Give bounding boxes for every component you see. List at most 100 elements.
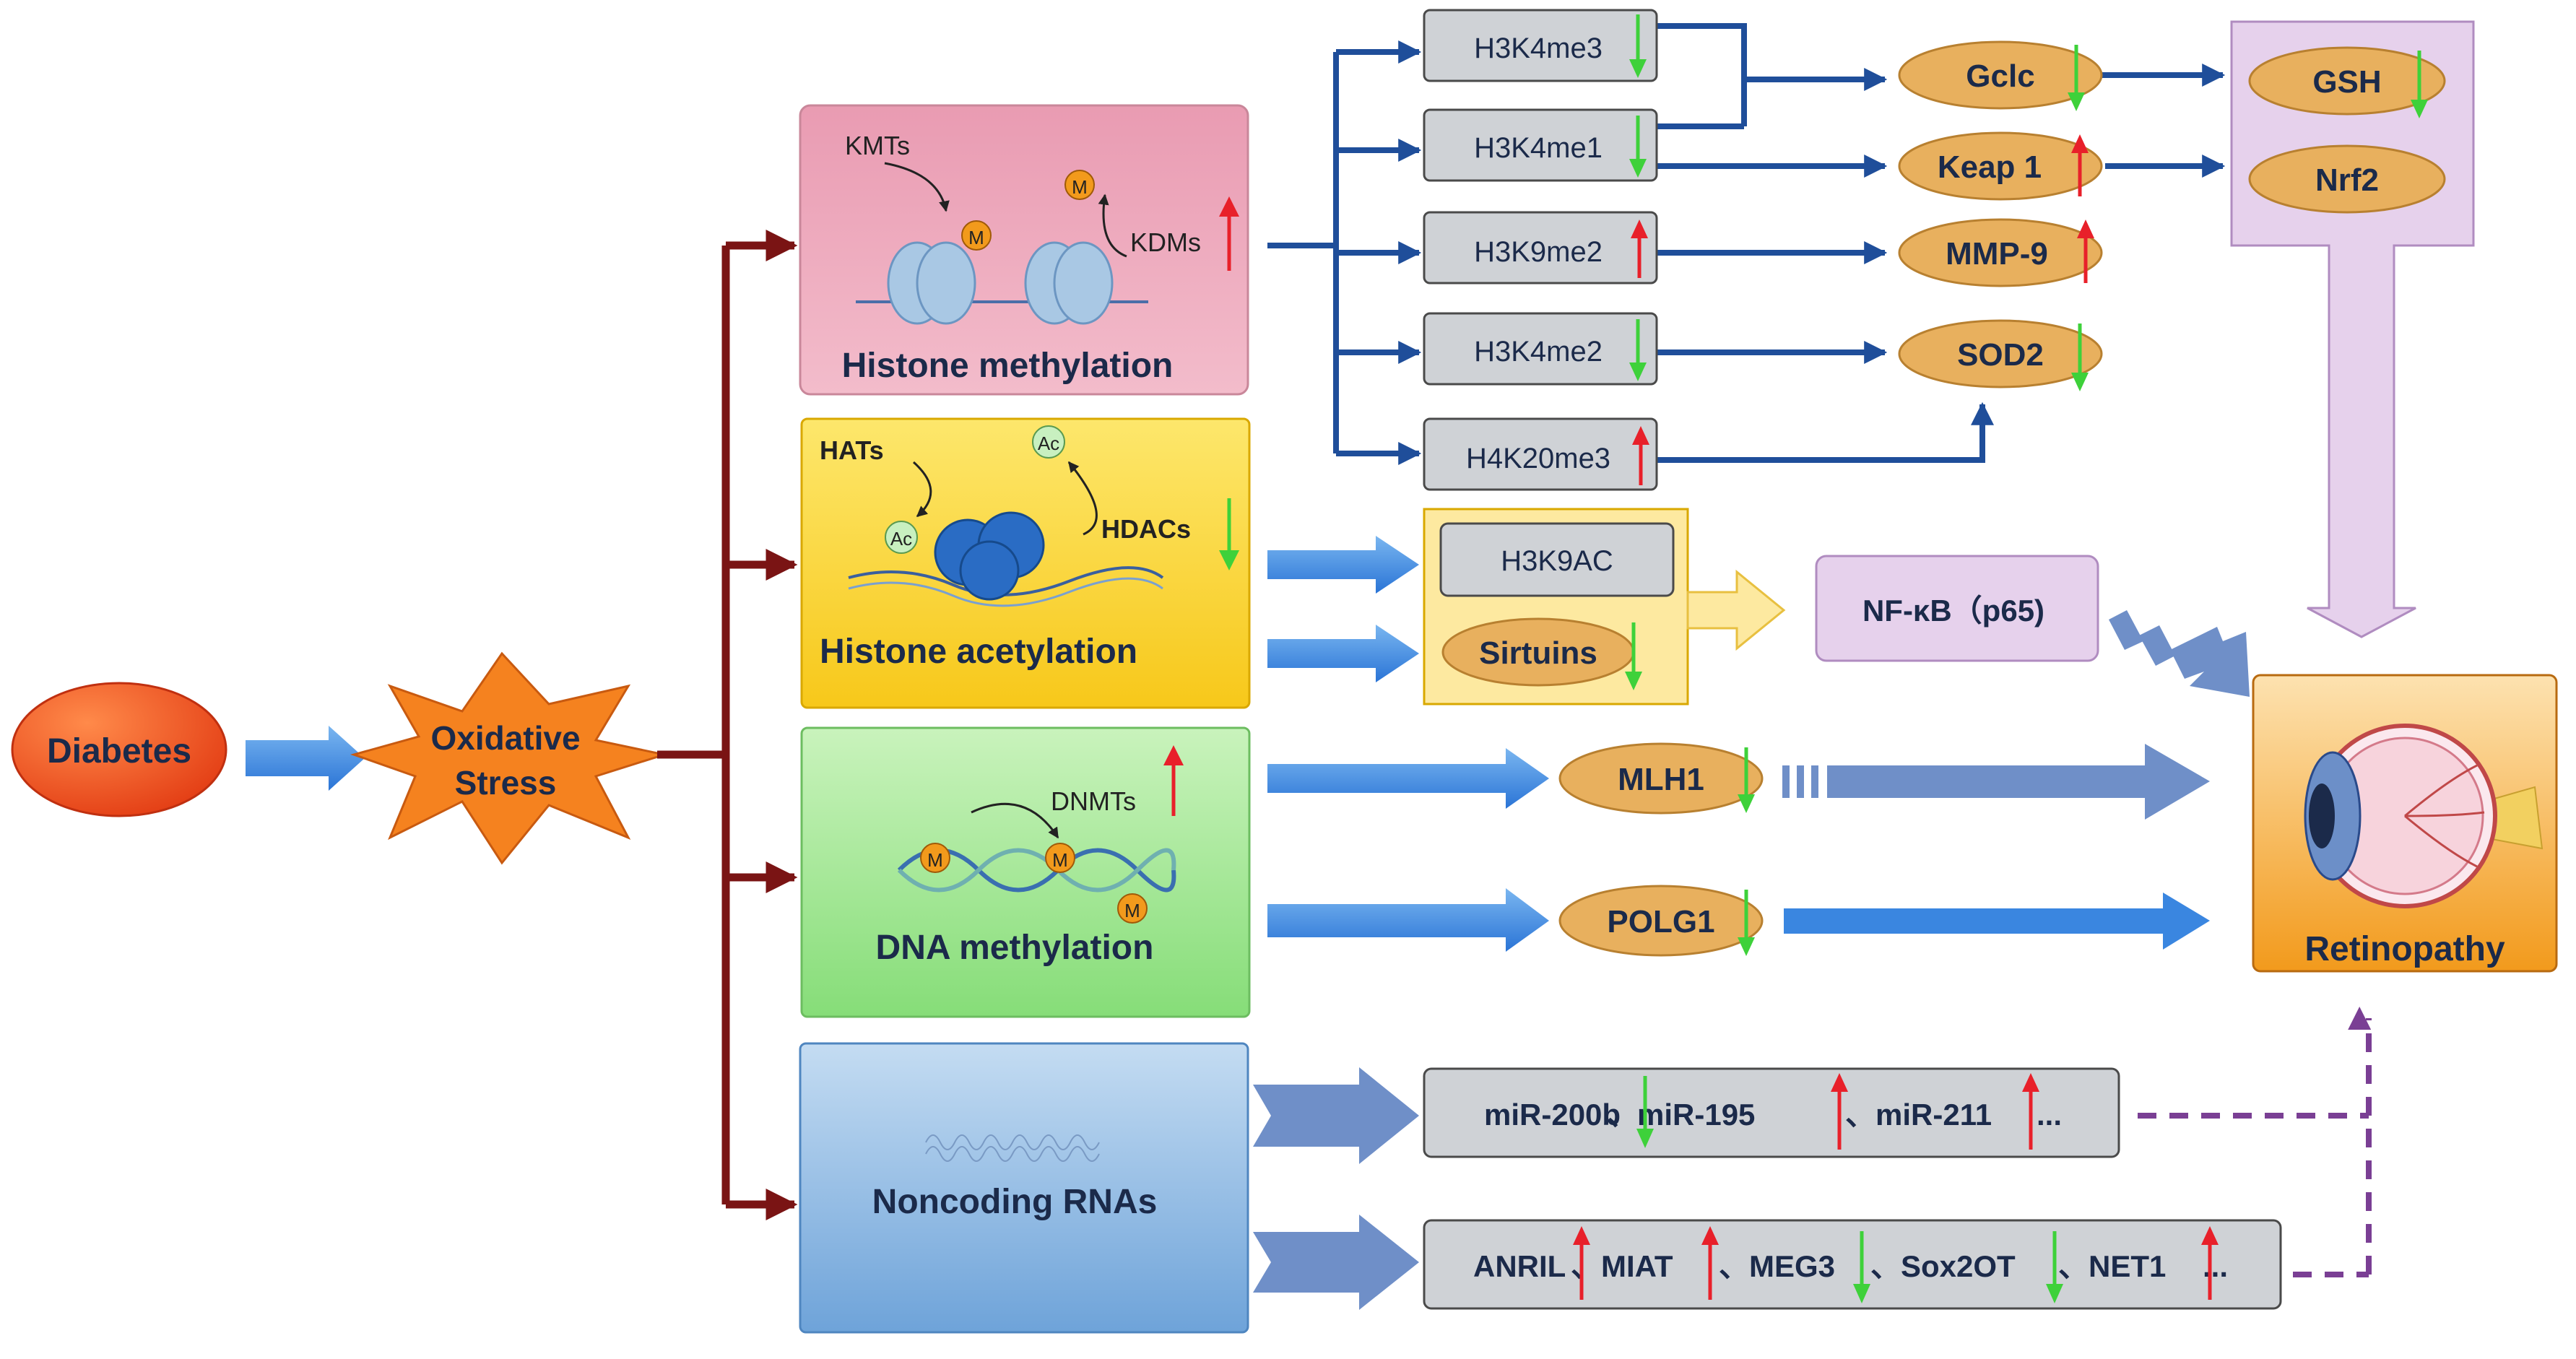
up-arrow-icon <box>1573 1226 1590 1300</box>
target-keap1: Keap 1 <box>1898 131 2103 201</box>
svg-text:M: M <box>968 227 984 248</box>
dnmts-label: DNMTs <box>1051 786 1136 816</box>
target-mmp9: MMP-9 <box>1898 218 2103 287</box>
acetylation-target-box: H3K9AC Sirtuins <box>1423 508 1689 705</box>
sirtuins-label: Sirtuins <box>1479 635 1597 671</box>
nucleosome-icon <box>887 241 1114 325</box>
svg-text:Keap 1: Keap 1 <box>1938 149 2042 185</box>
up-arrow-icon <box>2201 1226 2219 1300</box>
down-arrow-icon <box>1625 622 1642 690</box>
target-sod2: SOD2 <box>1898 319 2103 391</box>
down-arrow-icon <box>1629 116 1647 178</box>
oxidative-stress-line1: Oxidative <box>430 719 580 757</box>
up-arrow-icon <box>1701 1226 1719 1300</box>
histone-methylation-box: KMTs M M KDMs Histone methylation <box>799 104 1249 396</box>
noncoding-rnas-title: Noncoding RNAs <box>872 1183 1158 1221</box>
svg-text:H3K4me2: H3K4me2 <box>1474 336 1603 368</box>
up-arrow-icon <box>2022 1073 2039 1150</box>
lncrna-meg3: 、MEG3 <box>1719 1249 1835 1283</box>
down-arrow-icon <box>1738 890 1755 956</box>
mirna-ellipsis: ... <box>2037 1098 2062 1132</box>
lncrna-miat: 、MIAT <box>1571 1249 1673 1283</box>
methylation-branch-arrows <box>1267 23 2226 465</box>
rna-icon <box>925 1134 1100 1162</box>
ncrna-dashed-arrows <box>2138 1007 2372 1277</box>
diabetes-label: Diabetes <box>47 732 191 770</box>
svg-text:MMP-9: MMP-9 <box>1946 236 2048 272</box>
noncoding-rnas-box: Noncoding RNAs <box>799 1042 1249 1334</box>
mirna-211: 、miR-211 <box>1845 1098 1992 1132</box>
dna-methylation-box: DNMTs M M M DNA methylation <box>800 726 1251 1018</box>
mirna-195: 、miR-195 <box>1607 1098 1755 1132</box>
retinopathy-node: Retinopathy <box>2252 674 2558 973</box>
antioxidant-box: GSH Nrf2 <box>2230 20 2475 638</box>
svg-text:H4K20me3: H4K20me3 <box>1466 443 1610 474</box>
diabetes-to-stress-arrow <box>246 726 365 791</box>
svg-text:H3K4me1: H3K4me1 <box>1474 132 1603 164</box>
dna-methylation-arrows <box>1267 748 1549 952</box>
hdacs-label: HDACs <box>1101 514 1191 544</box>
dna-target-mlh1: MLH1 <box>1558 742 1764 815</box>
histone-mark-h3k4me3: H3K4me3 <box>1423 9 1658 82</box>
dna-target-polg1: POLG1 <box>1558 885 1764 957</box>
svg-text:H3K4me3: H3K4me3 <box>1474 32 1603 64</box>
down-arrow-icon <box>1853 1231 1870 1303</box>
svg-text:POLG1: POLG1 <box>1607 904 1714 939</box>
up-arrow-icon <box>1631 220 1648 278</box>
down-arrow-icon <box>1636 1076 1654 1148</box>
down-arrow-icon <box>1629 14 1647 78</box>
up-arrow-icon <box>2071 134 2089 196</box>
stress-branch-arrows <box>657 230 798 1220</box>
lncrna-anril: ANRIL <box>1473 1249 1566 1283</box>
lncrna-sox2ot: 、Sox2OT <box>1870 1249 2016 1283</box>
up-arrow-icon <box>1163 745 1184 816</box>
antioxidant-gsh: GSH <box>2248 46 2446 118</box>
nucleosome-icon <box>934 511 1045 601</box>
svg-text:MLH1: MLH1 <box>1618 762 1704 797</box>
down-arrow-icon <box>2071 324 2089 391</box>
acetyl-mark-icon <box>1032 425 1065 459</box>
svg-text:Ac: Ac <box>890 528 912 550</box>
down-arrow-icon <box>1738 747 1755 813</box>
target-gclc: Gclc <box>1898 40 2103 111</box>
dna-methylation-title: DNA methylation <box>876 929 1154 967</box>
mirna-box: miR-200b 、miR-195 、miR-211 ... <box>1423 1067 2120 1158</box>
antioxidant-nrf2: Nrf2 <box>2248 144 2446 214</box>
histone-mark-h3k9me2: H3K9me2 <box>1423 211 1658 285</box>
histone-mark-h4k20me3: H4K20me3 <box>1423 417 1658 491</box>
methyl-mark-icon <box>1117 893 1148 924</box>
mlh1-to-retinopathy-arrow <box>1782 744 2210 820</box>
svg-text:H3K9me2: H3K9me2 <box>1474 236 1603 268</box>
eye-icon <box>2304 724 2544 908</box>
polg1-to-retinopathy-arrow <box>1784 893 2210 950</box>
svg-text:Nrf2: Nrf2 <box>2315 162 2379 198</box>
histone-mark-list: H3K4me3 H3K4me1 H3K9me2 H3K4me2 H4K20me3 <box>1423 9 1658 491</box>
up-arrow-icon <box>1632 426 1649 485</box>
svg-text:M: M <box>927 849 943 871</box>
acetyl-mark-icon <box>885 521 918 554</box>
histone-methylation-title: Histone methylation <box>842 347 1174 385</box>
up-arrow-icon <box>1831 1073 1848 1150</box>
svg-text:M: M <box>1052 849 1068 871</box>
lncrna-box: ANRIL 、MIAT 、MEG3 、Sox2OT 、NET1 ... <box>1423 1219 2282 1310</box>
svg-text:GSH: GSH <box>2312 64 2381 100</box>
svg-text:M: M <box>1072 176 1088 198</box>
acetylation-arrows <box>1267 536 1419 682</box>
svg-text:Gclc: Gclc <box>1966 58 2034 94</box>
gene-target-list: Gclc Keap 1 MMP-9 SOD2 <box>1898 40 2103 391</box>
h3k9ac-label: H3K9AC <box>1501 545 1613 577</box>
kdms-label: KDMs <box>1130 227 1201 257</box>
down-arrow-icon <box>2046 1231 2063 1303</box>
ncrna-arrows <box>1253 1067 1419 1310</box>
nfkb-label: NF-κB（p65) <box>1862 594 2044 628</box>
svg-text:M: M <box>1124 900 1140 921</box>
histone-mark-h3k4me2: H3K4me2 <box>1423 312 1658 386</box>
svg-text:Ac: Ac <box>1038 433 1059 454</box>
up-arrow-icon <box>2077 220 2094 283</box>
methyl-mark-icon <box>920 843 950 873</box>
mirna-200b: miR-200b <box>1484 1098 1621 1132</box>
svg-text:SOD2: SOD2 <box>1957 337 2044 373</box>
retinopathy-label: Retinopathy <box>2304 930 2505 968</box>
